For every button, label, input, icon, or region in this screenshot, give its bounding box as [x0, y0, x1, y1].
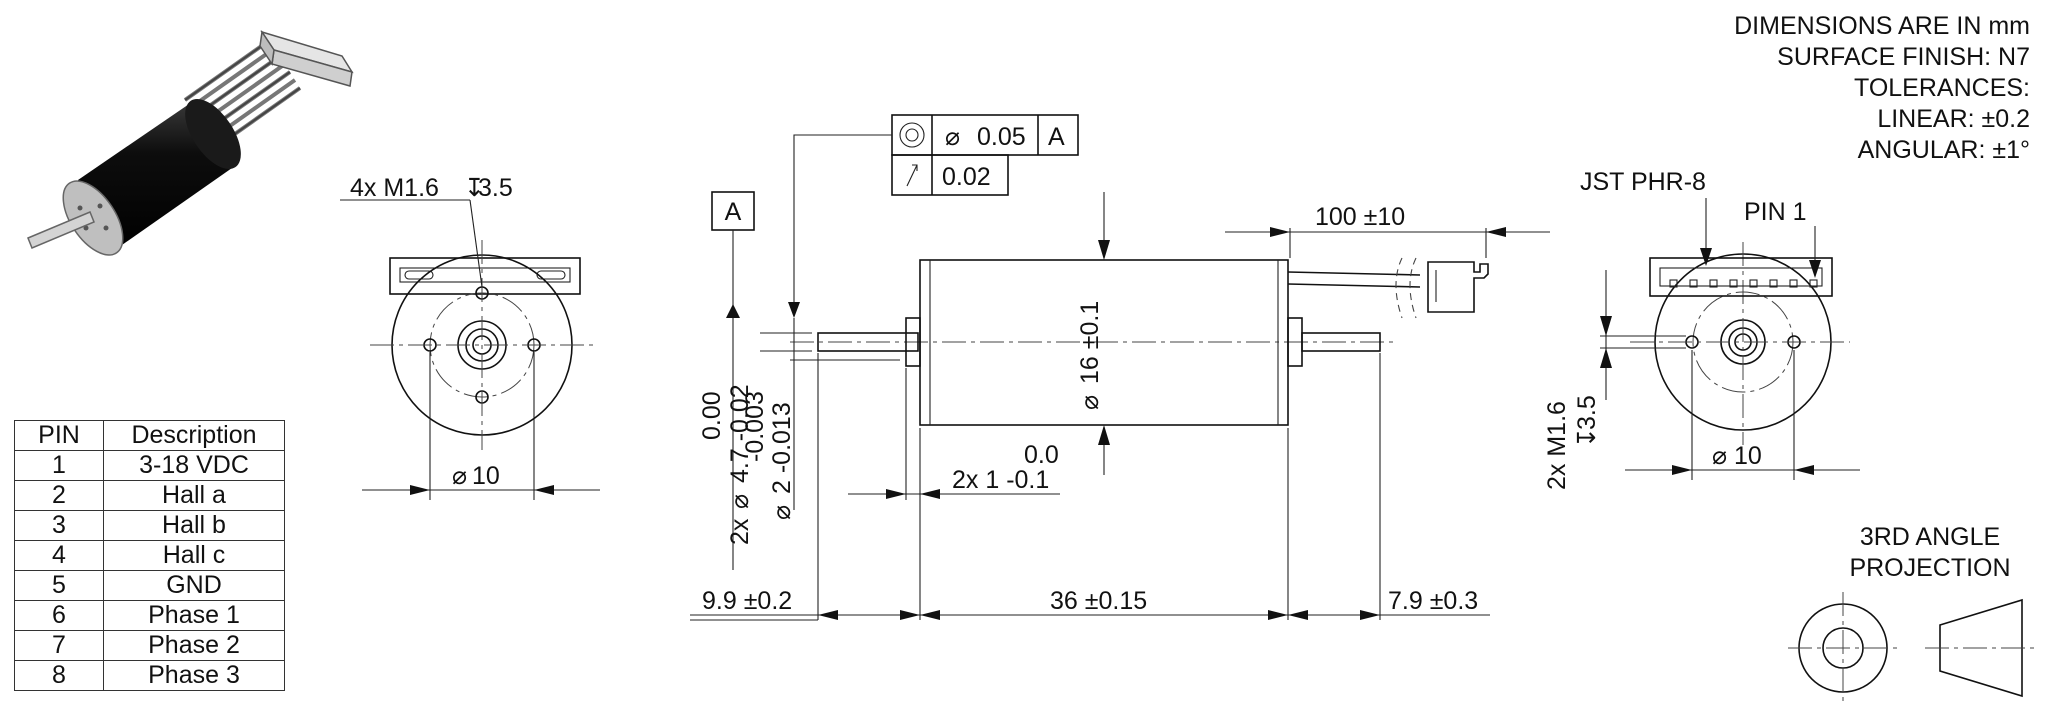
flange-thickness: 2x 1 -0.1 — [952, 466, 1049, 494]
right-thread-depth-symbol: ↧ — [1573, 427, 1601, 448]
pin-description: Hall c — [103, 540, 285, 571]
table-row: 1 3-18 VDC — [14, 450, 285, 481]
pin-number: 4 — [14, 540, 104, 571]
right-bolt-circle-diameter-symbol: ⌀ — [1712, 442, 1727, 470]
pin-description: Phase 1 — [103, 600, 285, 631]
motor-isometric-image — [27, 29, 354, 256]
motor-back-iso — [185, 99, 241, 169]
pin-number: 5 — [14, 570, 104, 601]
shaft-iso — [27, 211, 95, 249]
left-connector-outline — [389, 257, 581, 295]
left-bolt-circle-diameter: 10 — [472, 462, 500, 490]
pin-description: Hall a — [103, 480, 285, 511]
pin-description: Phase 3 — [103, 660, 285, 691]
shaft-diameter-upper-tol: 0.00 — [698, 391, 726, 440]
right-bolt-circle-diameter: 10 — [1734, 442, 1762, 470]
left-thread-depth-symbol: ↧ — [464, 174, 485, 202]
pin-description: Phase 2 — [103, 630, 285, 661]
description-column-header: Description — [103, 420, 285, 451]
note-linear-tolerance: LINEAR: ±0.2 — [1877, 105, 2030, 133]
pin-number: 2 — [14, 480, 104, 511]
table-row: 4 Hall c — [14, 540, 285, 571]
fcf-diameter-symbol: ⌀ — [945, 123, 960, 151]
connector-type-label: JST PHR-8 — [1580, 168, 1706, 196]
length-rear-shaft: 7.9 ±0.3 — [1388, 587, 1478, 615]
shaft-diameter-2: 2 -0.013 — [768, 402, 796, 494]
pin-table-header: PIN Description — [14, 420, 285, 451]
shaft-diameter-2-upper-tol: -0.003 — [741, 391, 769, 462]
pin-number: 7 — [14, 630, 104, 661]
body-diameter: 16 ±0.1 — [1076, 301, 1104, 384]
shaft-diameter-2-symbol: ⌀ — [768, 505, 796, 520]
pin-number: 1 — [14, 450, 104, 481]
fcf-concentricity-datum: A — [1048, 123, 1065, 151]
table-row: 7 Phase 2 — [14, 630, 285, 661]
table-row: 8 Phase 3 — [14, 660, 285, 691]
flange-upper-tol: 0.0 — [1024, 441, 1059, 469]
pin-description-table: PIN Description 1 3-18 VDC 2 Hall a 3 Ha… — [14, 420, 285, 691]
note-units: DIMENSIONS ARE IN mm — [1734, 12, 2030, 40]
pin-number: 6 — [14, 600, 104, 631]
side-view: A ⌀ 0.05 A 0.02 2x ⌀ 4.7 - — [690, 114, 1550, 621]
left-end-view: 4x M1.6 ↧ 3.5 ⌀ 10 — [340, 174, 600, 500]
pin-description: Hall b — [103, 510, 285, 541]
datum-a-label: A — [725, 198, 742, 226]
pin-description: 3-18 VDC — [103, 450, 285, 481]
feature-control-frame: ⌀ 0.05 A 0.02 — [788, 114, 1079, 318]
projection-symbol: 3RD ANGLE PROJECTION — [1788, 523, 2036, 705]
length-body: 36 ±0.15 — [1050, 587, 1147, 615]
pin-number: 3 — [14, 510, 104, 541]
general-notes: DIMENSIONS ARE IN mm SURFACE FINISH: N7 … — [1734, 12, 2030, 164]
pin1-label: PIN 1 — [1744, 198, 1807, 226]
side-connector — [1427, 261, 1489, 313]
pin-description: GND — [103, 570, 285, 601]
shaft-diameter-symbol: ⌀ — [726, 494, 754, 509]
pin-column-header: PIN — [14, 420, 104, 451]
right-end-view: JST PHR-8 PIN 1 2x M1.6 ↧ 3.5 ⌀ 10 — [1543, 168, 1860, 490]
right-thread-label: 2x M1.6 — [1543, 401, 1571, 490]
cable-length: 100 ±10 — [1315, 203, 1405, 231]
runout-icon — [906, 164, 918, 187]
connector-iso — [259, 29, 354, 87]
fcf-concentricity-value: 0.05 — [977, 123, 1026, 151]
concentricity-icon — [899, 122, 925, 148]
note-tolerances: TOLERANCES: — [1854, 74, 2030, 102]
fcf-runout-value: 0.02 — [942, 163, 991, 191]
left-thread-depth: 3.5 — [478, 174, 513, 202]
shaft-diameter-prefix: 2x — [726, 518, 754, 545]
front-shaft — [817, 332, 919, 352]
left-thread-label: 4x M1.6 — [350, 174, 439, 202]
ribbon-cable — [183, 38, 302, 150]
pin-number: 8 — [14, 660, 104, 691]
note-angular-tolerance: ANGULAR: ±1° — [1858, 136, 2030, 164]
table-row: 6 Phase 1 — [14, 600, 285, 631]
right-thread-depth: 3.5 — [1573, 395, 1601, 430]
note-surface-finish: SURFACE FINISH: N7 — [1777, 43, 2030, 71]
table-row: 2 Hall a — [14, 480, 285, 511]
body-diameter-symbol: ⌀ — [1076, 395, 1104, 410]
table-row: 5 GND — [14, 570, 285, 601]
connector-pins — [1669, 279, 1818, 288]
right-connector — [1649, 257, 1833, 297]
table-row: 3 Hall b — [14, 510, 285, 541]
rear-shaft — [1301, 332, 1381, 352]
left-bolt-circle-diameter-symbol: ⌀ — [452, 462, 467, 490]
projection-line2: PROJECTION — [1849, 554, 2010, 582]
shaft-diameter-4-7: 4.7 -0.02 — [726, 384, 754, 483]
projection-line1: 3RD ANGLE — [1860, 523, 2000, 551]
length-front-shaft: 9.9 ±0.2 — [702, 587, 792, 615]
